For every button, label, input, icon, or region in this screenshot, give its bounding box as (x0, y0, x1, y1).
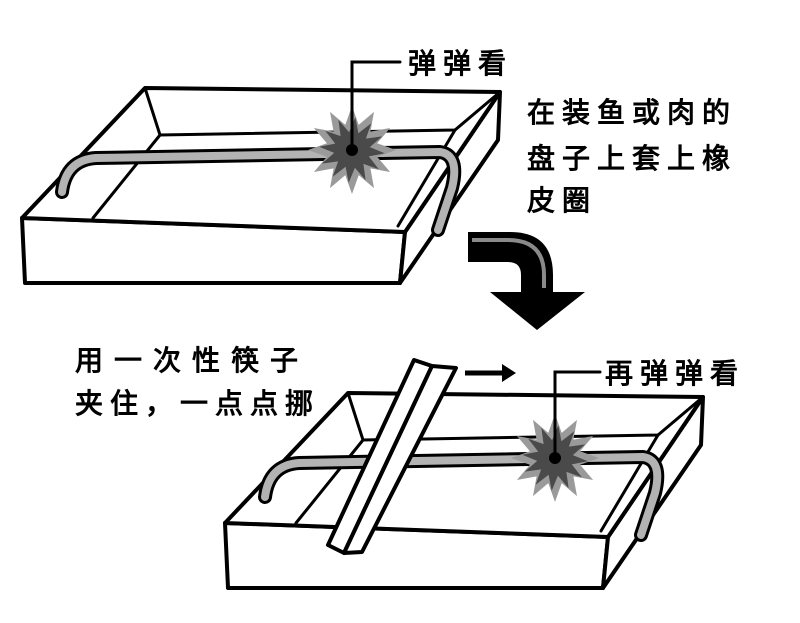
callout-top-text: 弹弹看 (408, 47, 513, 80)
left-note-line-1: 用一次性筷子 (75, 344, 309, 377)
chopsticks (326, 358, 458, 555)
top-tray (20, 60, 502, 285)
right-note: 在装鱼或肉的 盘子上套上橡 皮圈 (527, 96, 737, 217)
left-note: 用一次性筷子 夹住，一点点挪 (75, 344, 320, 420)
callout-line-top (350, 60, 402, 152)
right-note-line-1: 在装鱼或肉的 (527, 96, 737, 129)
right-arrow-icon (465, 364, 516, 382)
callout-line-bottom (553, 370, 602, 460)
right-note-line-3: 皮圈 (527, 184, 597, 217)
tray-inner-right-edge (396, 128, 457, 228)
tray-inner-left-edge (294, 438, 365, 525)
tray-inner-edges (143, 86, 502, 137)
rubber-band (258, 450, 665, 542)
right-note-line-2: 盘子上套上橡 (527, 142, 737, 175)
chopstick-right (342, 364, 458, 555)
curved-arrow-icon (468, 232, 585, 330)
curved-arrow-shade (472, 238, 546, 288)
bottom-tray (223, 391, 705, 590)
left-note-line-2: 夹住，一点点挪 (75, 387, 320, 420)
tray-inner-right-edge (599, 433, 660, 533)
tray-inner-left-edge (91, 133, 162, 220)
callout-bottom-text: 再弹弹看 (605, 357, 745, 390)
tray-inner-edges (346, 391, 705, 442)
rubber-band (55, 145, 462, 237)
